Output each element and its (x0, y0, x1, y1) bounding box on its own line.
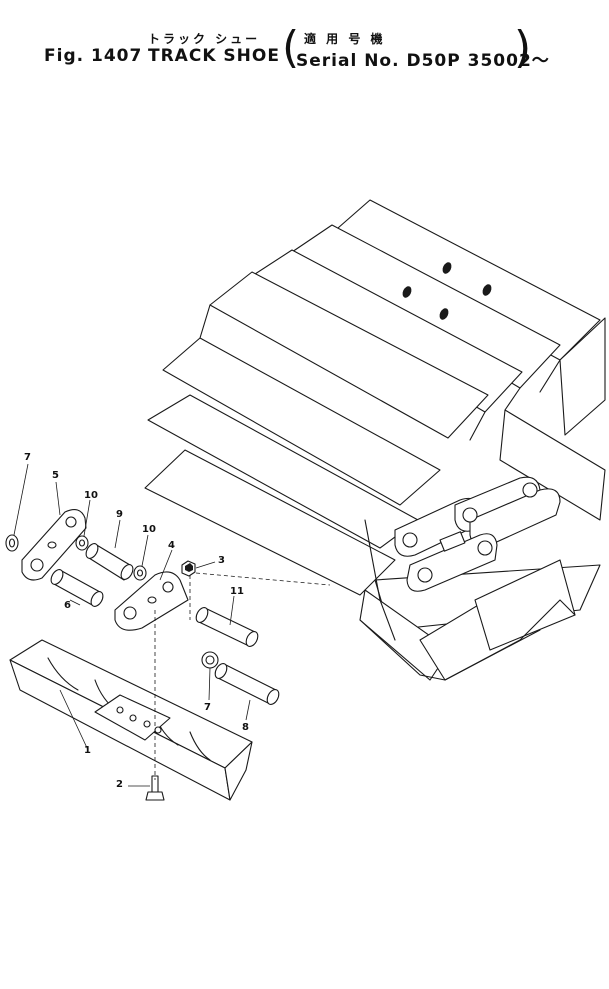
callout-6: 6 (64, 600, 71, 611)
close-paren: ) (514, 22, 532, 73)
part-11-pin (195, 607, 259, 647)
callout-4: 4 (168, 540, 175, 551)
part-10-spacer-left (75, 535, 89, 551)
japanese-title: トラック シュー (148, 32, 261, 46)
callout-10-left: 10 (84, 490, 98, 501)
callout-3: 3 (218, 555, 225, 566)
serial-number: Serial No. D50P 35002～ (296, 51, 550, 71)
callout-11: 11 (230, 586, 244, 597)
callout-7-right: 7 (204, 702, 211, 713)
track-links (394, 476, 561, 592)
part-3-nut (181, 560, 196, 577)
callout-2: 2 (116, 779, 123, 790)
callout-8: 8 (242, 722, 249, 733)
callout-7-left: 7 (24, 452, 31, 463)
figure-title: TRACK SHOE (148, 46, 280, 66)
part-6-pin (50, 569, 104, 607)
part-7-seal-right (201, 651, 219, 669)
callout-9: 9 (116, 509, 123, 520)
track-assembly (144, 199, 606, 681)
part-2-bolt (145, 775, 165, 801)
part-4-link (114, 571, 189, 631)
callout-5: 5 (52, 470, 59, 481)
open-paren: ( (282, 22, 300, 73)
part-5-link (21, 509, 87, 581)
part-7-seal-left (5, 534, 19, 552)
part-8-bushing (214, 663, 280, 705)
part-1-track-shoe (9, 639, 253, 801)
part-10-spacer-right (133, 565, 147, 581)
part-9-bushing (85, 543, 134, 581)
callout-1: 1 (84, 745, 91, 756)
callout-10-right: 10 (142, 524, 156, 535)
figure-number: Fig. 1407 (44, 46, 143, 66)
japanese-applicable-label: 適 用 号 機 (304, 32, 386, 46)
